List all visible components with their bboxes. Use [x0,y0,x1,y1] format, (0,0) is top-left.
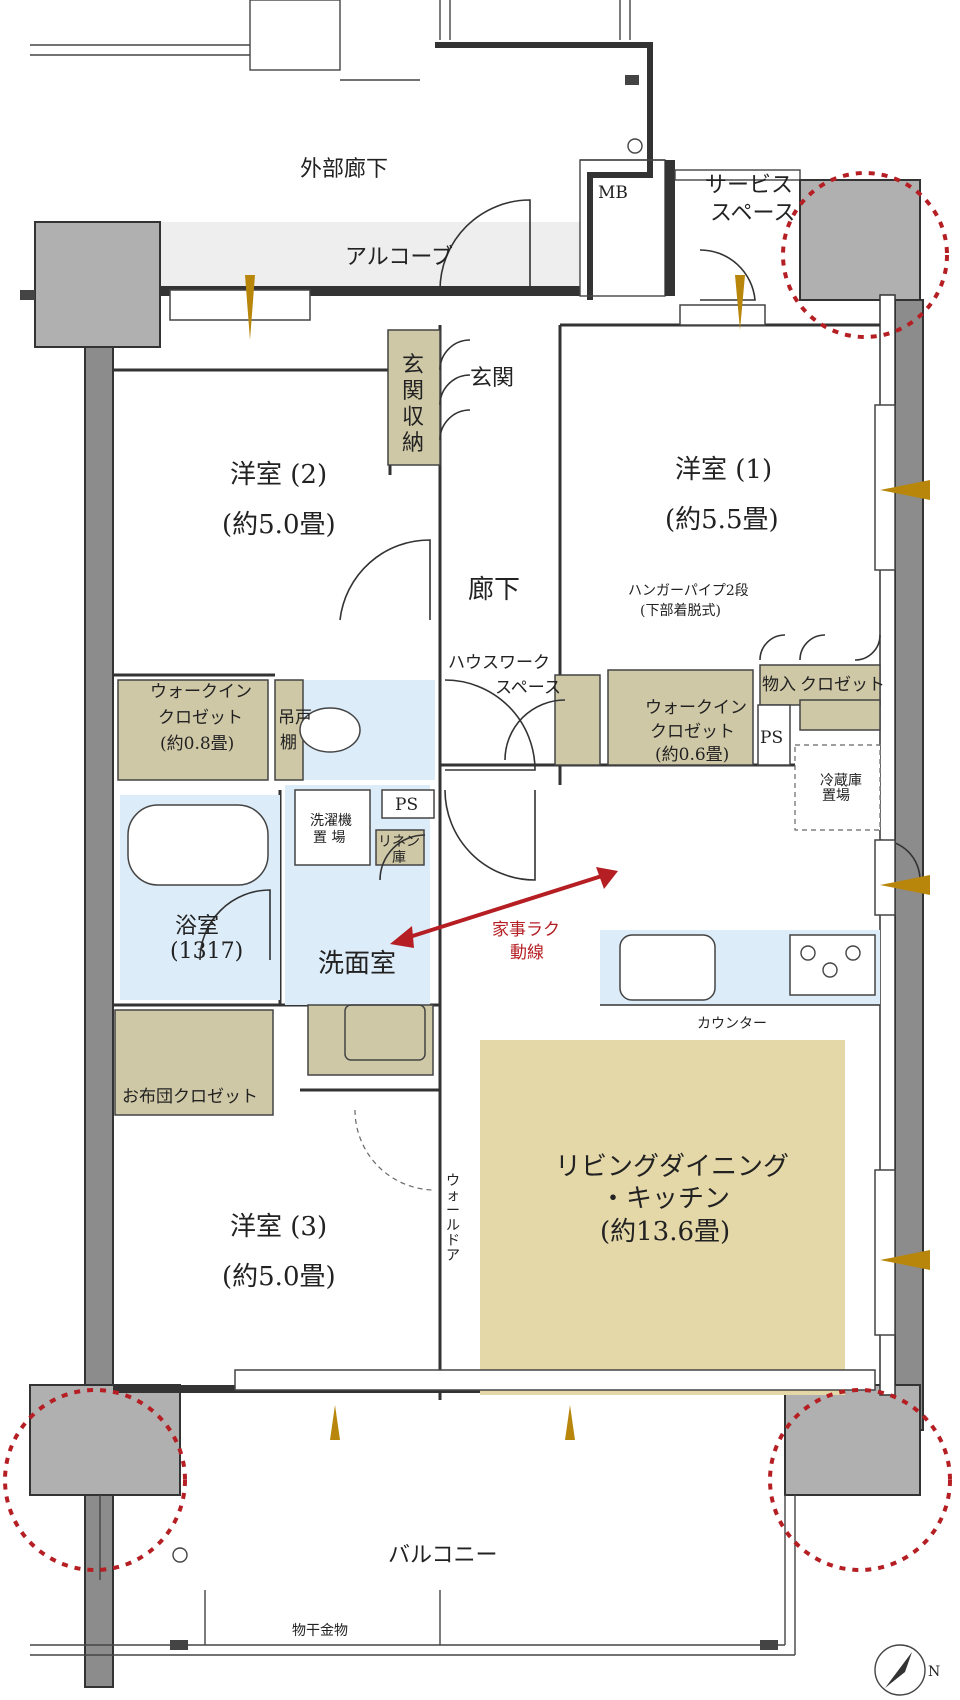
washer-space [294,789,371,866]
label-corridor-outer: 外部廊下 [300,157,388,182]
toilet [299,707,361,753]
stove [789,934,876,996]
label-wic-left-2: クロゼット [158,708,243,728]
label-housework-1: ハウスワーク [448,653,550,673]
label-wall-door-3: ー [446,1203,460,1219]
label-wic-left-1: ウォークイン [150,682,252,702]
ps-mid-box [381,789,435,819]
label-wall-door-4: ル [446,1218,460,1234]
label-flow-2: 動線 [510,943,544,963]
kitchen-sink [619,934,716,1001]
north-compass [874,1644,926,1696]
flow-arrow [390,867,618,948]
label-wall-door-6: ア [446,1248,460,1264]
label-mb: MB [598,183,628,203]
storage-closet [759,664,881,706]
washroom-storage [307,1004,434,1076]
label-room3-size: (約5.0畳) [222,1262,336,1292]
closet-lower [799,699,881,731]
label-futon-closet: お布団クロゼット [122,1087,258,1107]
label-linen-2: 庫 [392,849,406,866]
label-hanging-shelf-2: 棚 [280,733,297,753]
highlight-circle-bottom-right [768,1388,952,1572]
label-room1-name: 洋室 (1) [675,455,772,485]
label-room2-name: 洋室 (2) [230,460,327,490]
label-entrance: 玄関 [470,366,514,391]
alcove-floor [160,222,580,292]
entrance-storage [387,329,441,466]
hanging-shelf [274,679,304,781]
label-hanger-2: (下部着脱式) [640,603,721,619]
label-service-space-1: サービス [705,173,793,198]
label-wall-door-1: ウ [446,1173,460,1189]
fridge-space [794,744,881,831]
futon-closet [114,1009,274,1116]
label-entrance-storage-2: 関 [402,379,424,404]
label-alcove: アルコーブ [345,245,453,270]
adjacent-structure-top [30,0,653,300]
label-wall-door-5: ド [446,1233,460,1249]
label-entrance-storage-3: 収 [402,405,424,430]
label-bath-size: (1317) [170,939,243,964]
housework-space [554,674,601,766]
label-hallway: 廊下 [468,575,520,605]
ldk-area [480,1040,845,1395]
label-service-space-2: スペース [710,201,795,226]
label-wic-left-3: (約0.8畳) [160,734,234,754]
label-counter: カウンター [697,1016,767,1032]
label-entrance-storage-4: 納 [402,431,424,456]
label-wic-right-3: (約0.6畳) [655,745,729,765]
label-flow-1: 家事ラク [492,920,560,940]
label-room2-size: (約5.0畳) [222,510,336,540]
highlight-circle-bottom-left [3,1388,187,1572]
label-balcony: バルコニー [388,1543,498,1568]
label-fridge-1: 冷蔵庫 [820,772,862,789]
label-ps-mid: PS [395,795,418,815]
label-wall-door-2: ォ [446,1188,460,1204]
label-fridge-2: 置場 [822,788,850,804]
label-ps-right: PS [760,728,783,748]
label-housework-2: スペース [495,678,561,698]
balcony-railing [30,1495,796,1656]
label-wic-right-1: ウォークイン [645,698,747,718]
label-washroom: 洗面室 [318,949,396,979]
label-room1-size: (約5.5畳) [665,505,779,535]
label-ldk-3: (約13.6畳) [600,1217,730,1247]
label-closet: クロゼット [800,675,885,695]
label-wic-right-2: クロゼット [650,722,735,742]
label-hanging-shelf-1: 吊戸 [278,708,312,728]
washbasin [344,1004,426,1061]
wic-left [117,679,269,781]
bathtub [127,804,269,886]
label-linen-1: リネン [378,834,420,850]
label-washer-2: 置 場 [313,830,345,846]
label-hanger-1: ハンガーパイプ2段 [628,583,749,599]
windows [169,275,930,1440]
label-north: N [928,1664,940,1680]
label-washer-1: 洗濯機 [310,813,352,829]
label-ldk-1: リビングダイニング [555,1152,789,1182]
label-bath-name: 浴室 [175,914,219,939]
label-ldk-2: ・キッチン [600,1184,730,1214]
highlight-circle-top-right [781,171,949,339]
label-drying-hardware: 物干金物 [292,1623,348,1639]
label-entrance-storage-1: 玄 [402,353,424,378]
label-storage: 物入 [762,675,796,695]
wic-right [607,669,754,766]
ps-right-box [757,704,791,766]
label-room3-name: 洋室 (3) [230,1212,327,1242]
